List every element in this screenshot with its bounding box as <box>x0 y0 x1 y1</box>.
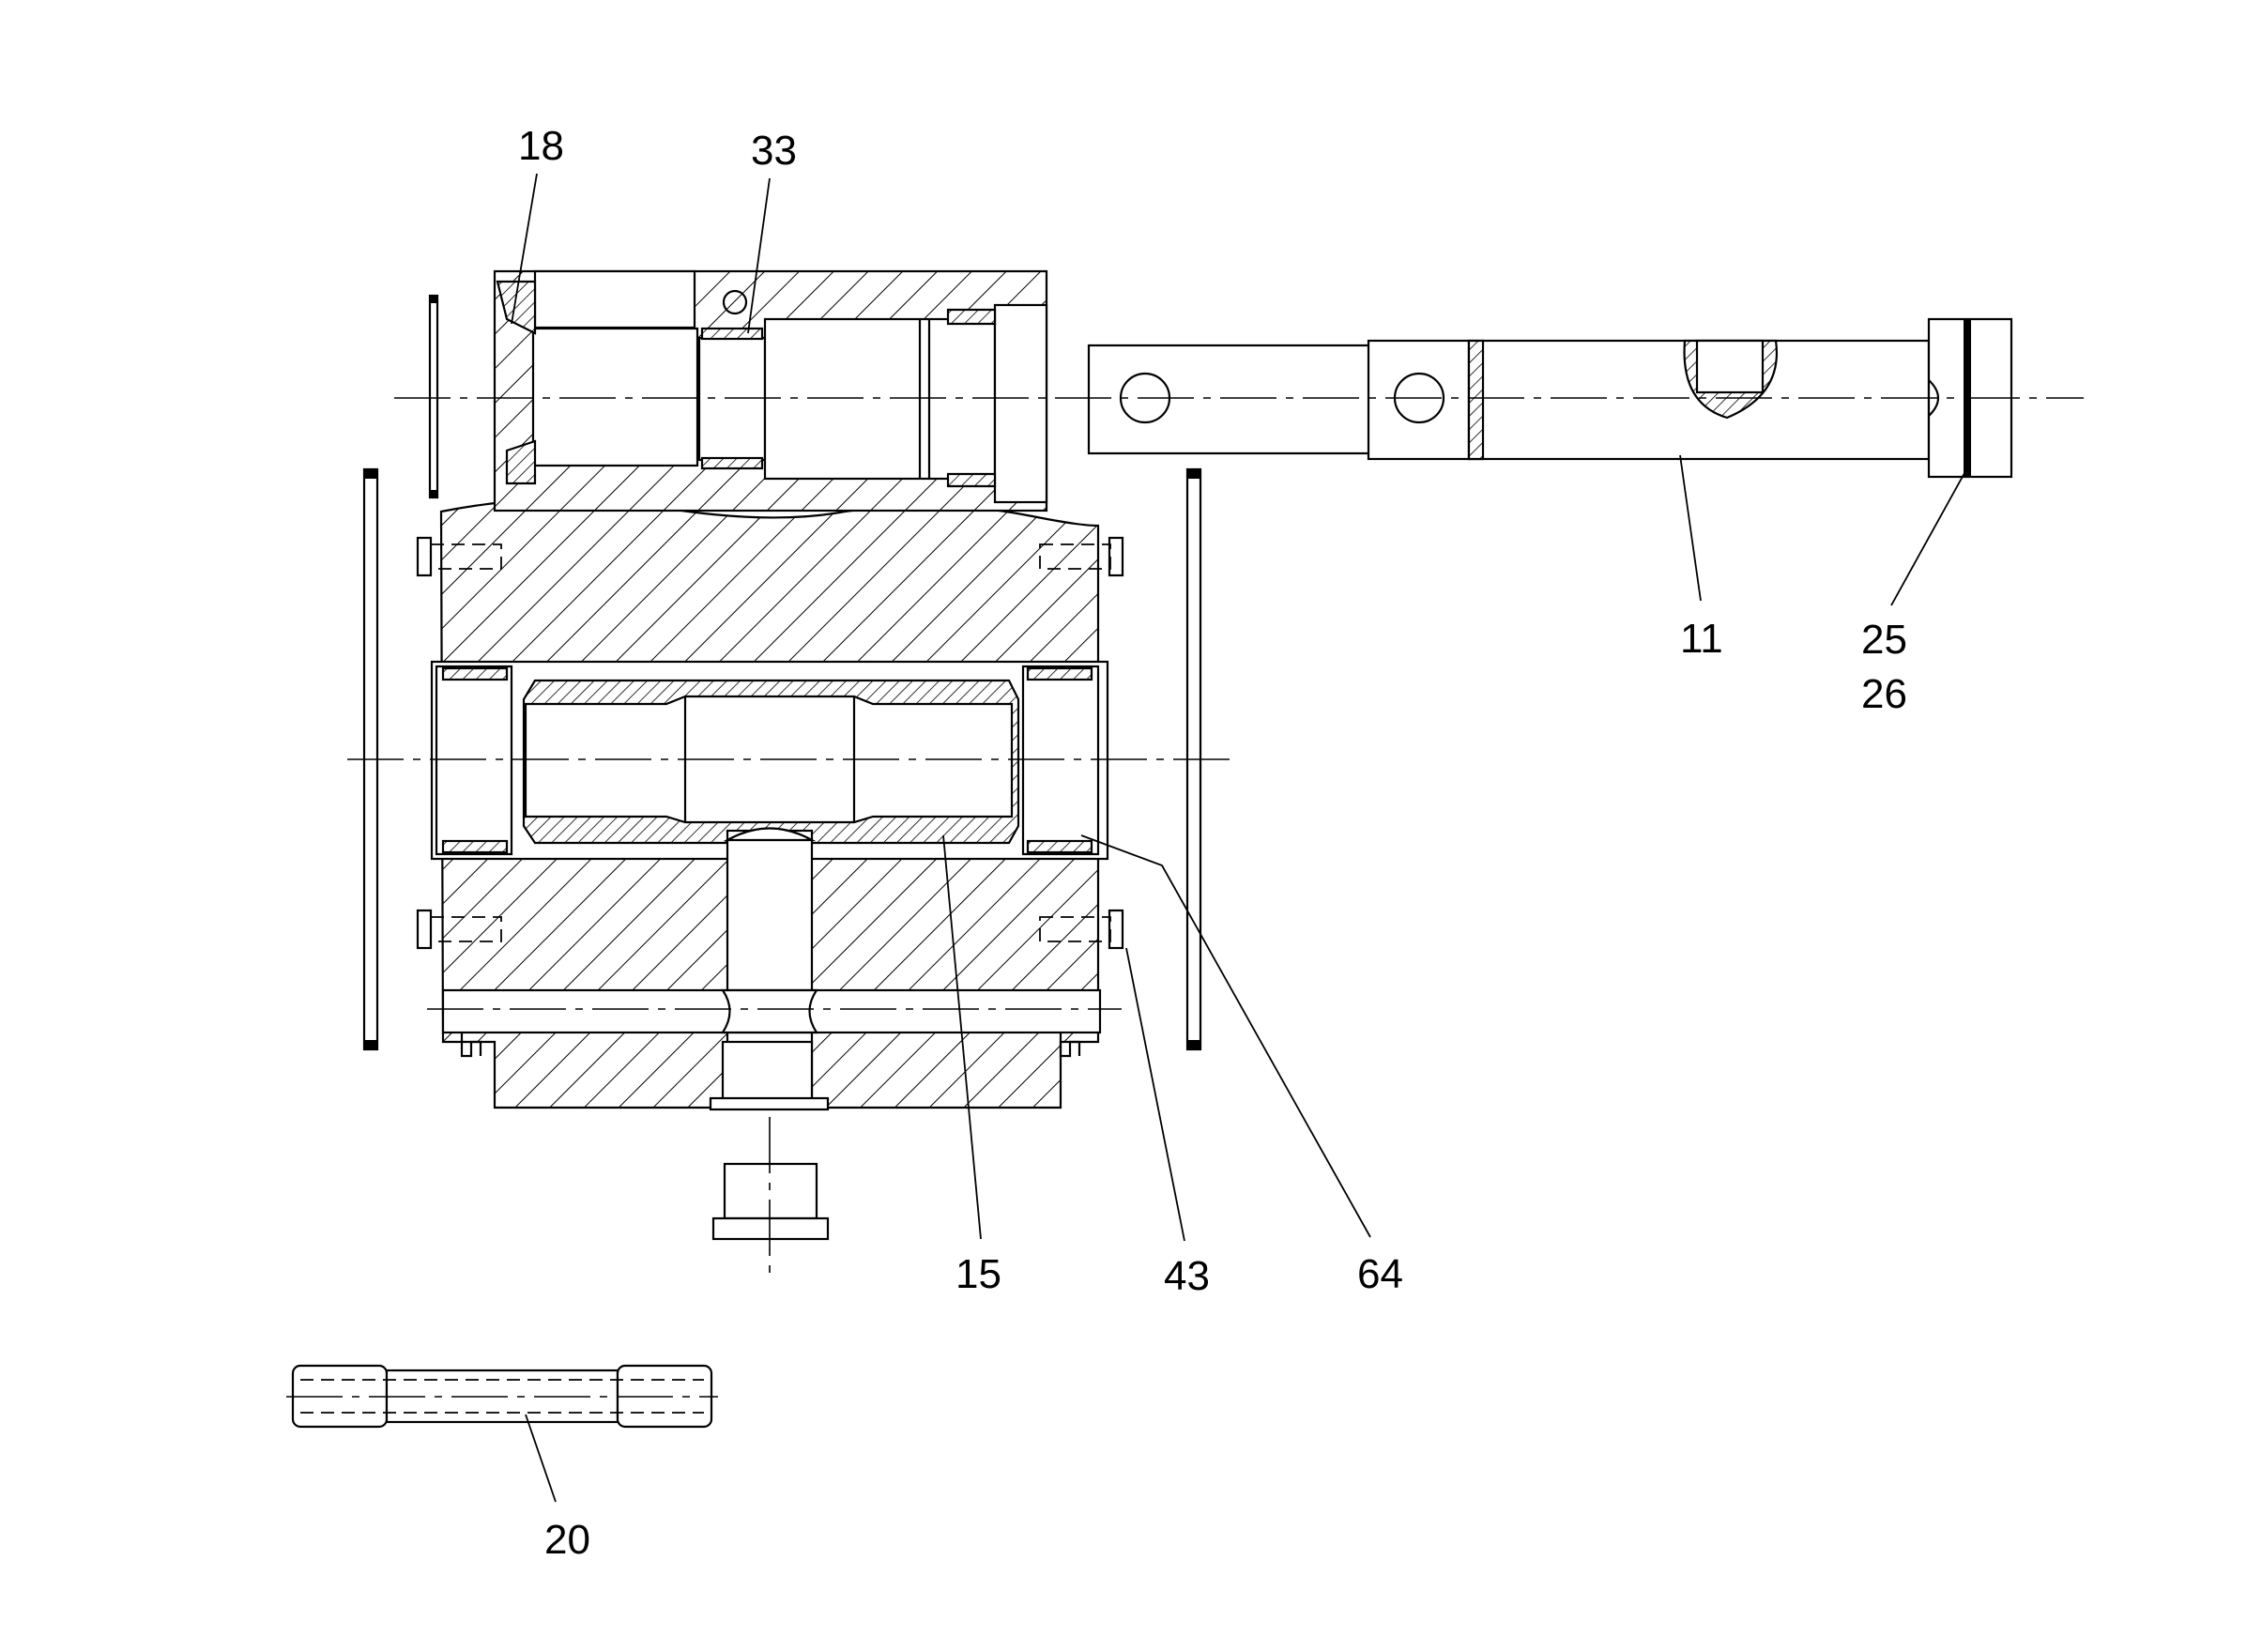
callout-26: 26 <box>1861 671 1907 717</box>
center-lines <box>286 397 2084 1398</box>
callout-43: 43 <box>1164 1253 1210 1299</box>
leader-20 <box>525 1414 557 1503</box>
leader-25 <box>1890 464 1970 606</box>
callout-18: 18 <box>518 123 564 169</box>
lever <box>1087 317 2013 479</box>
leader-43 <box>1125 947 1185 1242</box>
leader-lines <box>511 173 1970 1503</box>
plug <box>711 1162 830 1241</box>
callout-15: 15 <box>955 1251 1001 1297</box>
bolts <box>416 536 1124 950</box>
callout-20: 20 <box>544 1517 590 1563</box>
main-housing <box>362 269 1202 1241</box>
leader-11 <box>1679 454 1702 602</box>
leader-33 <box>747 177 771 334</box>
leader-64 <box>1080 834 1371 1238</box>
callouts: 18 33 11 25 26 15 43 64 20 <box>518 123 1907 1563</box>
main-bore <box>430 660 1109 861</box>
callout-33: 33 <box>751 128 797 174</box>
leader-15 <box>942 834 982 1240</box>
upper-bore <box>496 269 1048 504</box>
ports <box>441 827 1102 1111</box>
callout-11: 11 <box>1680 616 1723 662</box>
callout-64: 64 <box>1357 1251 1403 1297</box>
callout-25: 25 <box>1861 617 1907 663</box>
leader-18 <box>511 173 538 325</box>
